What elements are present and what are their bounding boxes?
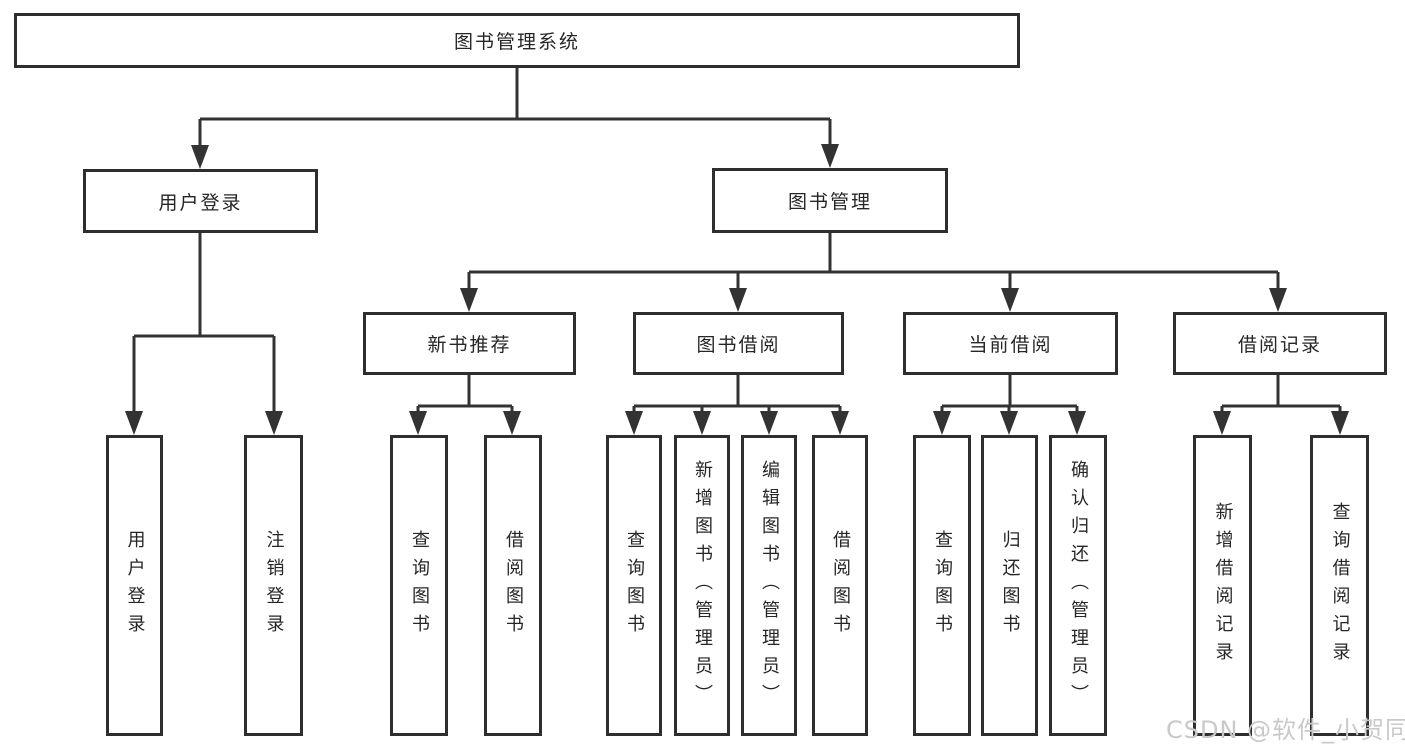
leaf-add-borrow-record: 新增借阅记录 [1193, 435, 1252, 736]
leaf-recommend-query-books: 查询图书 [390, 435, 448, 736]
arrowhead-icon [191, 145, 209, 169]
wire-userlogin-to-leaves [132, 232, 276, 412]
arrowhead-icon [933, 411, 951, 435]
node-current-borrow: 当前借阅 [903, 312, 1118, 375]
watermark-text: CSDN @软件_小贺同学 [1166, 716, 1405, 744]
wire-recommend-to-leaves [416, 375, 514, 412]
leaf-current-query-books-label: 查询图书 [932, 529, 953, 642]
node-book-borrow: 图书借阅 [633, 312, 844, 375]
leaf-add-books-admin: 新增图书（管理员） [674, 435, 730, 736]
arrowhead-icon [1000, 411, 1018, 435]
leaf-edit-books-admin: 编辑图书（管理员） [741, 435, 797, 736]
leaf-edit-books-admin-label: 编辑图书（管理员） [759, 459, 780, 712]
arrowhead-icon [1269, 288, 1287, 312]
leaf-borrow-borrow-books: 借阅图书 [812, 435, 868, 736]
node-root-label: 图书管理系统 [453, 31, 580, 53]
leaf-logout-label: 注销登录 [263, 529, 285, 642]
leaf-recommend-borrow-books: 借阅图书 [484, 435, 542, 736]
leaf-borrow-query-books-label: 查询图书 [624, 529, 645, 642]
arrowhead-icon [821, 144, 839, 168]
arrowhead-icon [1331, 411, 1349, 435]
leaf-return-books-label: 归还图书 [999, 529, 1021, 642]
leaf-add-borrow-record-label: 新增借阅记录 [1212, 501, 1234, 670]
leaf-recommend-query-books-label: 查询图书 [409, 529, 430, 642]
leaf-confirm-return-admin-label: 确认归还（管理员） [1068, 459, 1089, 712]
arrowhead-icon [693, 411, 711, 435]
arrowheads [125, 144, 1349, 435]
node-book-borrow-label: 图书借阅 [696, 334, 781, 356]
arrowhead-icon [409, 411, 427, 435]
wire-borrow-to-leaves [632, 375, 842, 412]
leaf-current-query-books: 查询图书 [913, 435, 971, 736]
arrowhead-icon [760, 411, 778, 435]
arrowhead-icon [503, 411, 521, 435]
leaf-confirm-return-admin: 确认归还（管理员） [1049, 435, 1107, 736]
arrowhead-icon [1213, 411, 1231, 435]
node-new-book-recommend: 新书推荐 [363, 312, 576, 375]
node-new-book-recommend-label: 新书推荐 [427, 334, 512, 356]
arrowhead-icon [460, 288, 478, 312]
arrowhead-icon [1001, 288, 1019, 312]
wire-records-to-leaves [1220, 375, 1342, 412]
node-current-borrow-label: 当前借阅 [968, 334, 1053, 356]
node-user-login: 用户登录 [83, 169, 318, 233]
node-book-management-label: 图书管理 [787, 191, 872, 213]
arrowhead-icon [265, 411, 283, 435]
leaf-logout: 注销登录 [244, 435, 303, 736]
arrowhead-icon [625, 411, 643, 435]
leaf-borrow-borrow-books-label: 借阅图书 [830, 529, 851, 642]
leaf-borrow-query-books: 查询图书 [606, 435, 662, 736]
arrowhead-icon [1068, 411, 1086, 435]
wire-current-to-leaves [940, 375, 1079, 412]
leaf-add-books-admin-label: 新增图书（管理员） [692, 459, 713, 712]
node-user-login-label: 用户登录 [158, 191, 243, 214]
node-borrow-records: 借阅记录 [1173, 312, 1387, 375]
leaf-query-borrow-record-label: 查询借阅记录 [1329, 501, 1351, 670]
wire-root-to-level2 [198, 68, 832, 146]
node-book-management: 图书管理 [712, 168, 948, 233]
node-root: 图书管理系统 [14, 13, 1020, 68]
arrowhead-icon [729, 288, 747, 312]
leaf-return-books: 归还图书 [981, 435, 1038, 736]
leaf-query-borrow-record: 查询借阅记录 [1310, 435, 1369, 736]
node-borrow-records-label: 借阅记录 [1237, 334, 1322, 356]
wire-bookmgmt-to-level3 [467, 233, 1280, 289]
leaf-recommend-borrow-books-label: 借阅图书 [503, 529, 524, 642]
arrowhead-icon [125, 411, 143, 435]
leaf-user-login: 用户登录 [106, 435, 163, 736]
arrowhead-icon [831, 411, 849, 435]
leaf-user-login-label: 用户登录 [124, 529, 146, 642]
